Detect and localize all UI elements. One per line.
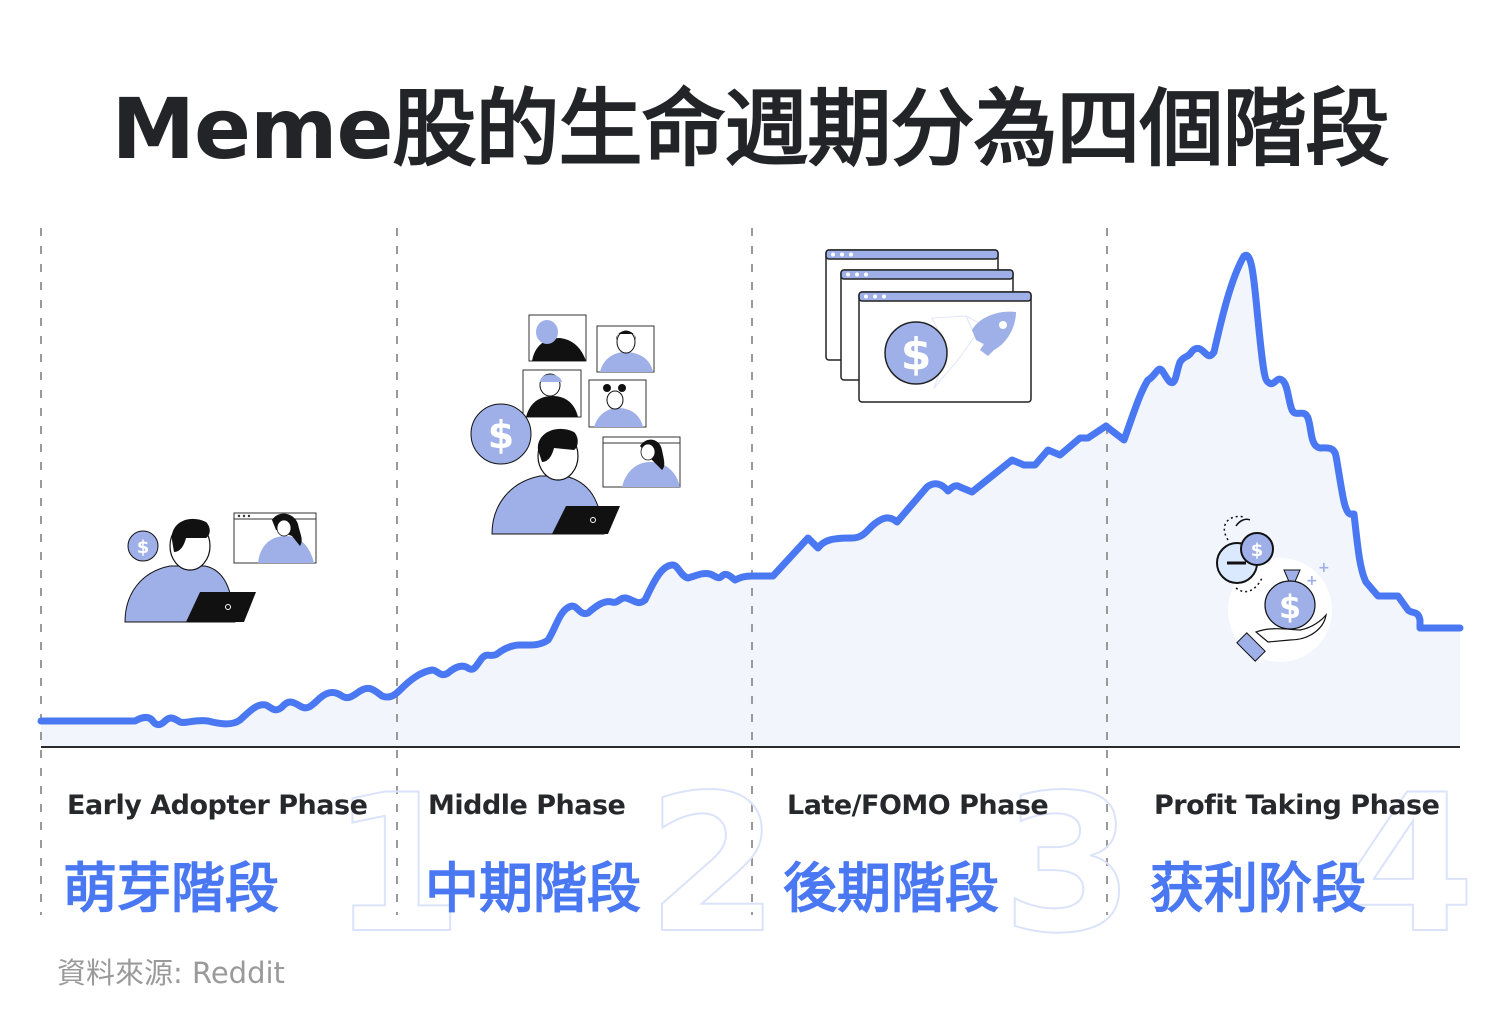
phase-3: 3 Late/FOMO Phase 後期階段 bbox=[752, 769, 1135, 961]
source-note: 資料來源: Reddit bbox=[57, 956, 285, 990]
page-title: Meme股的生命週期分為四個階段 bbox=[111, 80, 1389, 178]
svg-text:+: + bbox=[1318, 560, 1330, 576]
group-video-chat-icon: $ bbox=[470, 314, 681, 535]
phase-2-number: 2 bbox=[646, 754, 780, 975]
svg-text:$: $ bbox=[137, 537, 150, 558]
svg-text:$: $ bbox=[488, 413, 514, 457]
phase-dividers bbox=[40, 228, 1108, 915]
phase-4-number: 4 bbox=[1342, 754, 1476, 975]
phase-3-english-label: Late/FOMO Phase bbox=[787, 790, 1049, 821]
phase-2-english-label: Middle Phase bbox=[428, 790, 626, 821]
phase-1-chinese-label: 萌芽階段 bbox=[63, 857, 279, 920]
price-line bbox=[37, 251, 1464, 729]
svg-text:+: + bbox=[1306, 573, 1318, 589]
phase-4-english-label: Profit Taking Phase bbox=[1154, 790, 1440, 821]
phase-1-number: 1 bbox=[330, 754, 464, 975]
phase-1-english-label: Early Adopter Phase bbox=[67, 790, 368, 821]
phase-3-chinese-label: 後期階段 bbox=[783, 857, 999, 920]
phase-4: 4 Profit Taking Phase 获利阶段 bbox=[1107, 769, 1476, 961]
svg-text:$: $ bbox=[1251, 540, 1264, 561]
phase-2-chinese-label: 中期階段 bbox=[425, 857, 641, 920]
money-bag-hand-exchange-icon: $ $ + + bbox=[1216, 515, 1332, 662]
phase-3-number: 3 bbox=[1001, 754, 1135, 975]
phase-4-chinese-label: 获利阶段 bbox=[1150, 857, 1366, 920]
svg-text:$: $ bbox=[901, 329, 932, 380]
phase-1: 1 Early Adopter Phase 萌芽階段 bbox=[41, 769, 464, 961]
svg-text:$: $ bbox=[1279, 588, 1301, 626]
person-with-coin-and-video-call-icon: $ bbox=[124, 512, 317, 623]
browser-windows-dollar-rocket-icon: $ bbox=[825, 249, 1032, 403]
phase-2: 2 Middle Phase 中期階段 bbox=[397, 769, 780, 961]
price-area-fill bbox=[41, 255, 1460, 746]
